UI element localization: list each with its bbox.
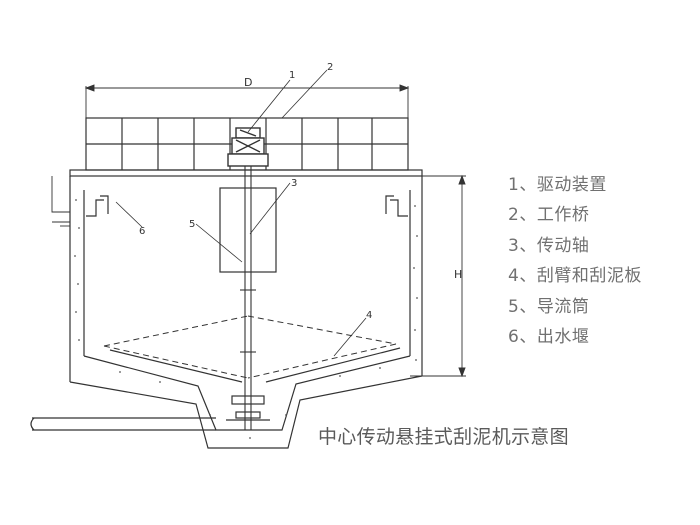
outlet-weir-left — [86, 195, 109, 217]
legend-item-work-bridge: 2、工作桥 — [508, 205, 590, 226]
tank-wall-right — [409, 176, 423, 376]
legend-list: 1、驱动装置 2、工作桥 3、传动轴 4、刮臂和刮泥板 5、导流筒 6、出水堰 — [508, 170, 642, 352]
tank-wall-left — [69, 176, 85, 382]
wall-bracket — [51, 176, 70, 227]
sludge-pipe — [30, 417, 216, 431]
legend-item-guide-tube: 5、导流筒 — [508, 296, 590, 317]
dimension-h — [410, 174, 466, 378]
callout-4: 4 — [366, 310, 372, 321]
dimension-d-label: D — [244, 76, 252, 89]
leader-lines — [115, 69, 367, 357]
callout-1: 1 — [289, 70, 295, 81]
callout-6: 6 — [139, 226, 145, 237]
drive-shaft — [240, 166, 256, 430]
diagram-caption: 中心传动悬挂式刮泥机示意图 — [318, 426, 569, 448]
legend-item-drive-shaft: 3、传动轴 — [508, 235, 590, 256]
concrete-texture — [74, 199, 418, 439]
scraper-arm — [103, 315, 397, 379]
callout-2: 2 — [327, 62, 333, 73]
dimension-d — [84, 84, 410, 118]
callout-5: 5 — [189, 219, 195, 230]
legend-item-scraper-arm: 4、刮臂和刮泥板 — [508, 266, 642, 287]
dimension-h-label: H — [454, 268, 462, 281]
drive-unit — [227, 127, 269, 167]
tank-bottom — [69, 347, 423, 449]
legend-item-drive-unit: 1、驱动装置 — [508, 175, 607, 195]
outlet-weir-right — [385, 195, 408, 217]
bottom-hub — [226, 395, 270, 421]
callout-3: 3 — [291, 178, 297, 189]
legend-item-outlet-weir: 6、出水堰 — [508, 326, 590, 347]
guide-tube — [219, 187, 277, 273]
